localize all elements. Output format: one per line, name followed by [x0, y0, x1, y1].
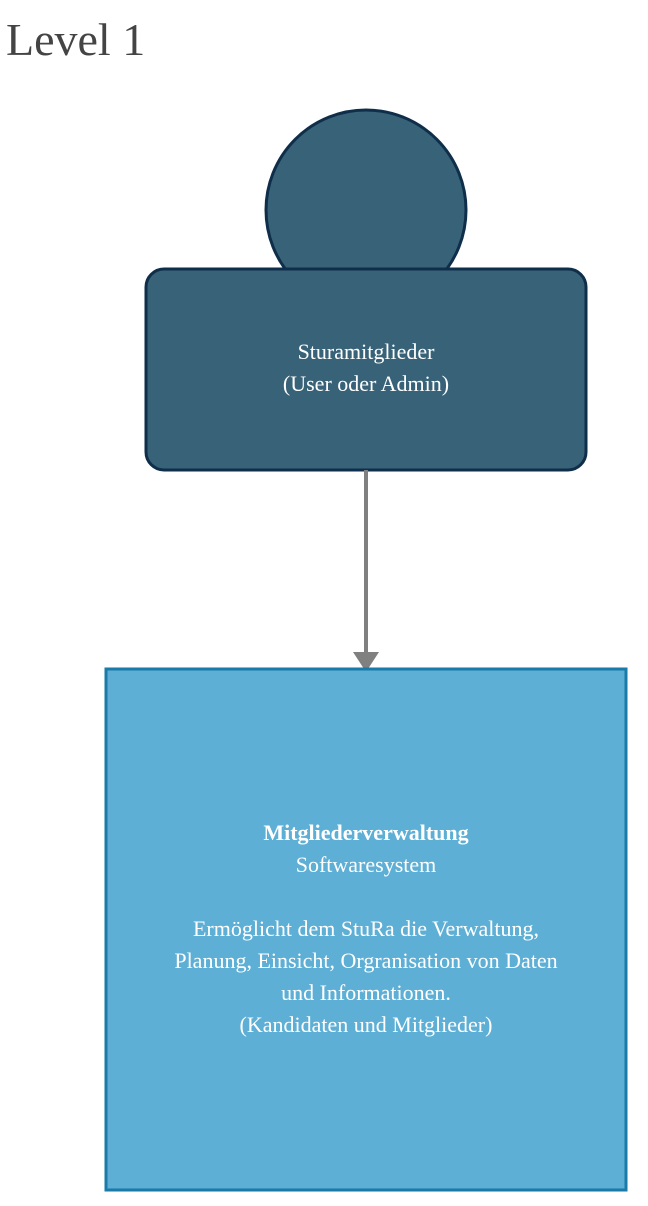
- software-system-box[interactable]: [104, 667, 628, 1192]
- person-name: Sturamitglieder: [297, 339, 435, 364]
- system-description-line: und Informationen.: [281, 980, 451, 1005]
- system-description-line: (Kandidaten und Mitglieder): [239, 1012, 493, 1037]
- diagram-title: Level 1: [6, 14, 146, 65]
- software-system-label: Mitgliederverwaltung Softwaresystem Ermö…: [106, 668, 626, 1190]
- system-description-line: Planung, Einsicht, Orgranisation von Dat…: [174, 948, 558, 973]
- system-type: Softwaresystem: [295, 852, 437, 877]
- person-role: (User oder Admin): [282, 371, 450, 396]
- system-name: Mitgliederverwaltung: [263, 820, 469, 845]
- relationship-arrow-head: [353, 652, 379, 672]
- system-description-line: Ermöglicht dem StuRa die Verwaltung,: [192, 916, 540, 941]
- person-label: Sturamitglieder (User oder Admin): [146, 268, 586, 468]
